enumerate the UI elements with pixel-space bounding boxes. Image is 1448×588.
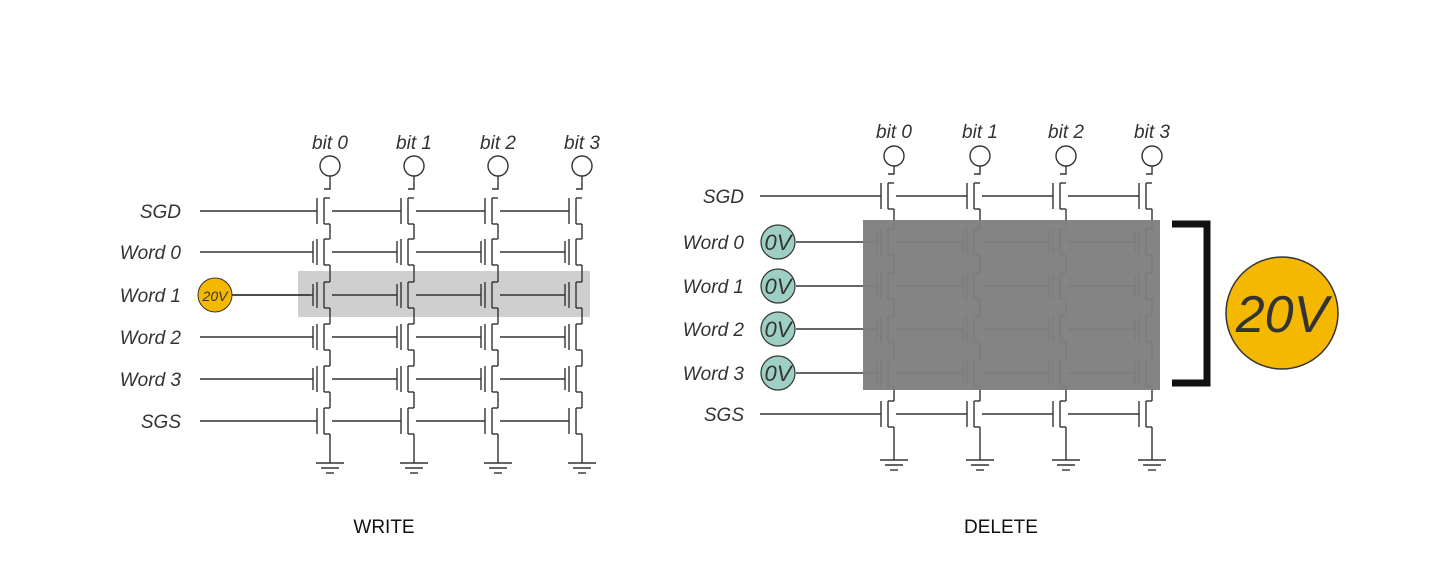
word-voltage-badge [760, 224, 796, 260]
substrate-voltage-label: 20V [1235, 286, 1333, 344]
bit-terminal [319, 155, 341, 177]
bit-terminal [1141, 145, 1163, 167]
bit-terminal [883, 145, 905, 167]
row-label: Word 0 [120, 243, 182, 264]
bit-label: bit 3 [564, 133, 600, 154]
bit-terminal [403, 155, 425, 177]
row-label: Word 1 [120, 286, 181, 307]
word-voltage-badge [760, 268, 796, 304]
write-row-highlight [298, 271, 590, 317]
bit-line [408, 176, 415, 190]
bit-terminal [1055, 145, 1077, 167]
bit-line [492, 176, 499, 190]
word-voltage-badge [760, 311, 796, 347]
delete-block-highlight [863, 220, 1160, 390]
write-caption: WRITE [353, 517, 414, 538]
row-label: Word 3 [120, 370, 182, 391]
bit-label: bit 2 [1048, 122, 1084, 143]
bit-label: bit 1 [962, 122, 998, 143]
substrate-voltage-badge [1225, 256, 1339, 370]
delete-caption: DELETE [964, 517, 1038, 538]
bit-label: bit 0 [876, 122, 912, 143]
bit-label: bit 2 [480, 133, 516, 154]
substrate-bracket [1172, 220, 1211, 387]
row-label: SGS [704, 405, 744, 426]
delete-panel: bit 0 bit 1 bit 2 bit 3 SGD Word 0 Word 1 Word … [683, 122, 1339, 538]
bit-line [1146, 166, 1153, 175]
bit-terminal [487, 155, 509, 177]
write-voltage-label: 20V [202, 288, 230, 304]
word-voltage-label: 0V [765, 274, 794, 299]
bit-line [888, 166, 895, 175]
word-voltage-label: 0V [765, 230, 794, 255]
bit-line [576, 176, 583, 190]
bit-label: bit 0 [312, 133, 348, 154]
bit-line [1060, 166, 1067, 175]
row-label: Word 2 [120, 328, 182, 349]
row-label: Word 3 [683, 364, 745, 385]
write-voltage-badge [197, 277, 233, 313]
bit-line [324, 176, 331, 190]
row-label: Word 1 [683, 277, 744, 298]
bit-line [974, 166, 981, 175]
word-voltage-label: 0V [765, 317, 794, 342]
write-panel: bit 0 bit 1 bit 2 bit 3 SGD Word 0 Word 1 Word … [120, 133, 601, 538]
bit-terminal [571, 155, 593, 177]
bit-label: bit 3 [1134, 122, 1170, 143]
row-label: SGD [140, 202, 181, 223]
row-label: SGD [703, 187, 744, 208]
word-voltage-badge [760, 355, 796, 391]
row-label: Word 2 [683, 320, 745, 341]
row-label: SGS [141, 412, 181, 433]
bit-terminal [969, 145, 991, 167]
write-circuit [200, 155, 596, 474]
row-label: Word 0 [683, 233, 745, 254]
bit-label: bit 1 [396, 133, 432, 154]
word-voltage-label: 0V [765, 361, 794, 386]
